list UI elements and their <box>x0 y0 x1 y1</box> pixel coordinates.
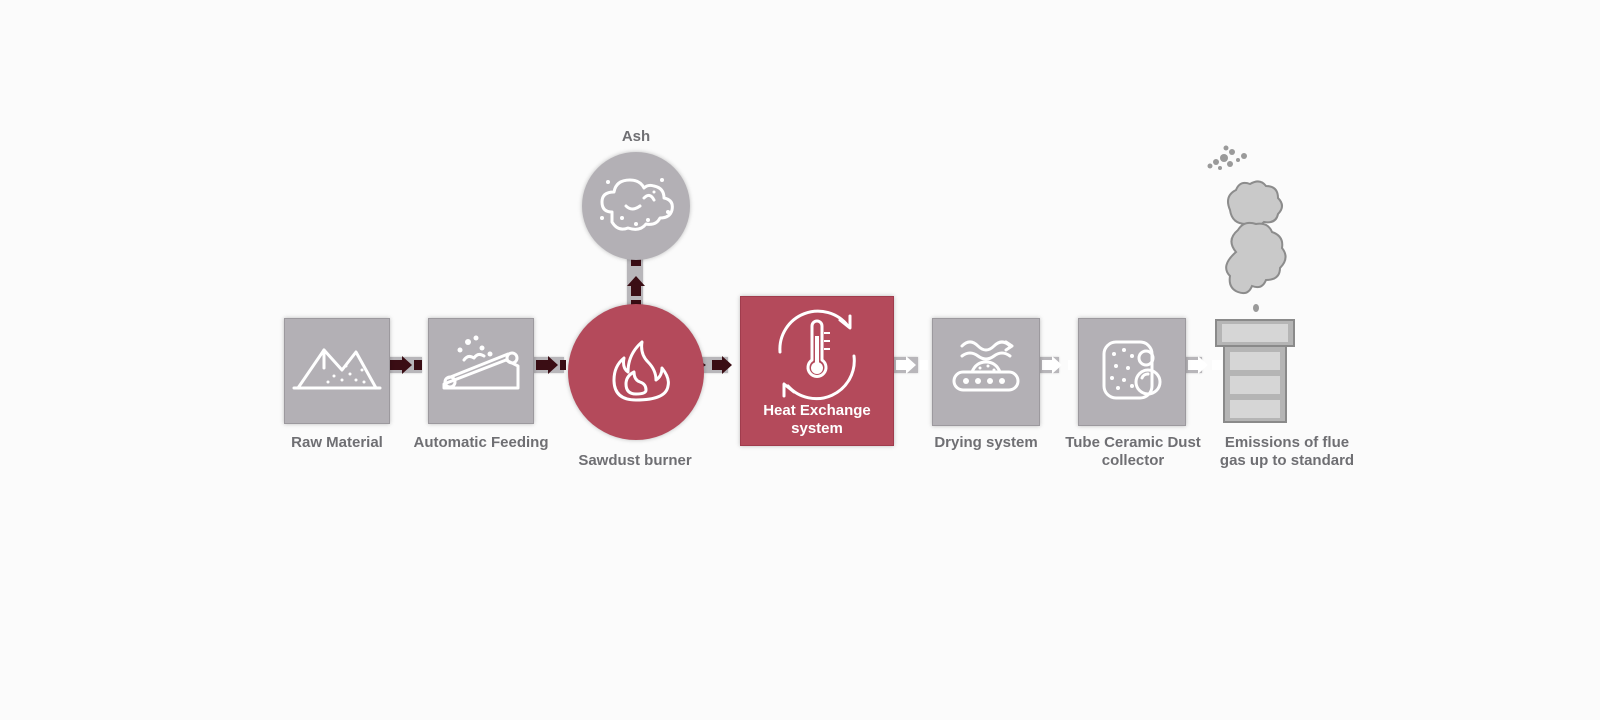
arrow-dash <box>560 360 566 370</box>
label-drying-system: Drying system <box>934 434 1038 451</box>
label-emissions: Emissions of flue gas up to standard <box>1219 434 1355 469</box>
ceramic-filter-icon <box>1102 340 1162 400</box>
node-sawdust-burner <box>568 304 704 440</box>
arrow-right-icon <box>390 356 412 374</box>
arrow-up-icon <box>627 276 645 296</box>
arrow-right-icon <box>1042 356 1062 374</box>
node-dust-collector <box>1078 318 1186 426</box>
arrow-right-icon <box>712 356 732 374</box>
thermometer-cycle-icon <box>778 309 856 401</box>
conveyor-dryer-icon <box>952 340 1020 392</box>
label-automatic-feeding: Automatic Feeding <box>413 434 549 451</box>
flame-icon <box>612 340 670 402</box>
conveyor-feeder-icon <box>442 335 520 390</box>
label-dust-collector: Tube Ceramic Dust collector <box>1065 434 1201 469</box>
node-raw-material <box>284 318 390 424</box>
label-ash: Ash <box>621 128 651 145</box>
label-heat-exchange: Heat Exchange system <box>763 402 871 437</box>
arrow-dash <box>1212 360 1222 370</box>
arrow-dash <box>920 360 928 370</box>
arrow-dash <box>414 360 422 370</box>
label-raw-material: Raw Material <box>291 434 383 451</box>
arrow-dash <box>1068 360 1078 370</box>
arrow-right-icon <box>1188 356 1208 374</box>
chimney-body <box>1215 319 1295 423</box>
label-sawdust-burner: Sawdust burner <box>578 452 692 469</box>
sand-pile-icon <box>292 348 382 390</box>
arrow-right-icon <box>536 356 558 374</box>
arrow-right-icon <box>896 356 916 374</box>
smoke-puffs <box>1225 180 1287 295</box>
arrow-dash <box>631 300 641 306</box>
arrow-dash <box>631 257 641 266</box>
light-arrow-group <box>896 356 1222 374</box>
ash-cloud-icon <box>600 178 674 231</box>
chimney-smoke-icon <box>1207 145 1295 423</box>
